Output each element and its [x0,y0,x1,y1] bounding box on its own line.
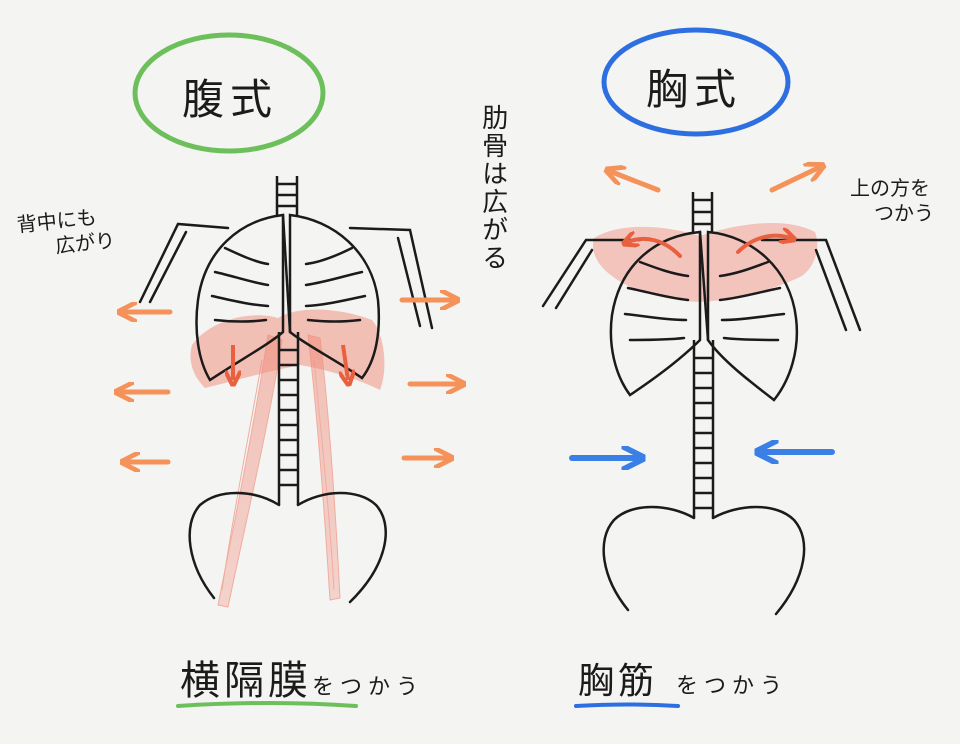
left-muscle-underline [176,701,358,708]
pectoral-muscle [592,223,818,302]
right-muscle-caption: 胸筋をつかう [578,652,788,704]
left-lower-spine [277,332,300,505]
right-ribcage [609,230,799,402]
left-muscle-caption: 横隔膜をつかう [180,648,424,706]
left-muscle-name: 横隔膜 [180,658,312,704]
chest-arrow-right [736,236,790,254]
right-upper-note-line1: 上の方を [850,176,930,200]
left-expansion-arrows [122,300,458,462]
right-upper-note-line2: つかう [874,201,934,225]
right-muscle-underline [574,702,680,708]
right-muscle-name: 胸筋 [578,661,659,702]
right-arms [541,238,862,332]
arrow-up-right [769,168,818,193]
neck-spine [275,176,299,215]
psoas-muscle [217,334,341,608]
diaphragm-arrow-right [343,344,348,380]
left-ribcage [195,213,381,382]
right-upper-note: 上の方を つかう [850,176,934,226]
right-lower-spine [692,340,715,518]
right-muscle-suffix: をつかう [676,674,789,699]
left-muscle-suffix: をつかう [312,675,425,700]
inward-arrows [569,452,835,458]
left-title: 腹式 [182,75,279,124]
chest-arrow-left [628,239,682,258]
right-pelvis [602,505,806,616]
left-back-note: 背中にも 広がり [16,203,117,263]
left-figure [122,32,458,708]
right-title: 胸式 [646,65,743,114]
right-title-circle [601,27,791,137]
upper-expansion-arrows [612,168,818,193]
rib-note: 肋骨は広がる [477,104,508,272]
right-figure [541,27,862,708]
chest-arrows [628,236,790,258]
left-title-circle [132,32,326,154]
arrow-up-left [612,172,661,193]
left-pelvis [188,491,387,604]
right-neck-spine [691,192,714,232]
left-arms [138,222,434,330]
